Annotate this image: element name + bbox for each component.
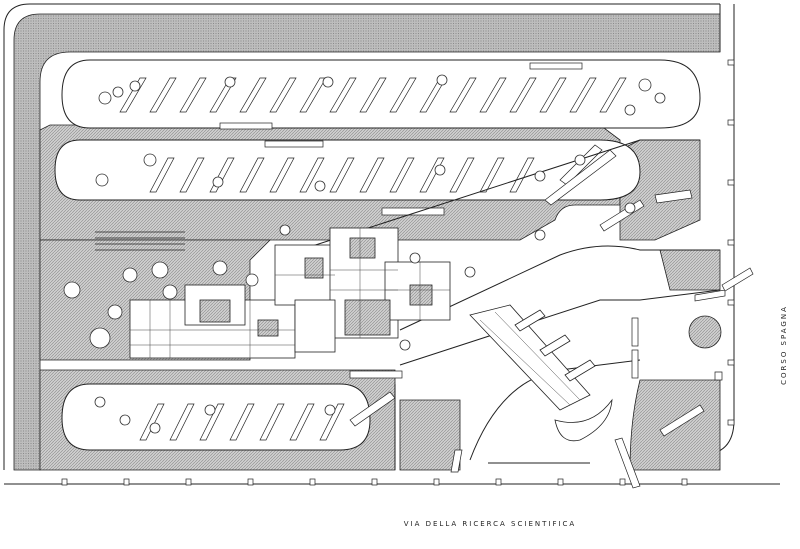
parking-bays-top bbox=[119, 62, 627, 130]
bus-shelter-canopy bbox=[469, 304, 613, 442]
building-complex bbox=[129, 227, 451, 359]
west-bus-bays bbox=[95, 231, 185, 251]
street-bollards bbox=[61, 59, 735, 486]
inner-roads bbox=[299, 139, 721, 470]
trees bbox=[63, 74, 666, 434]
parking-bays-bottom bbox=[139, 370, 403, 441]
outer-green-band bbox=[13, 13, 721, 471]
right-street-label: CORSO SPAGNA bbox=[780, 305, 788, 385]
bottom-street-label: VIA DELLA RICERCA SCIENTIFICA bbox=[404, 520, 576, 528]
